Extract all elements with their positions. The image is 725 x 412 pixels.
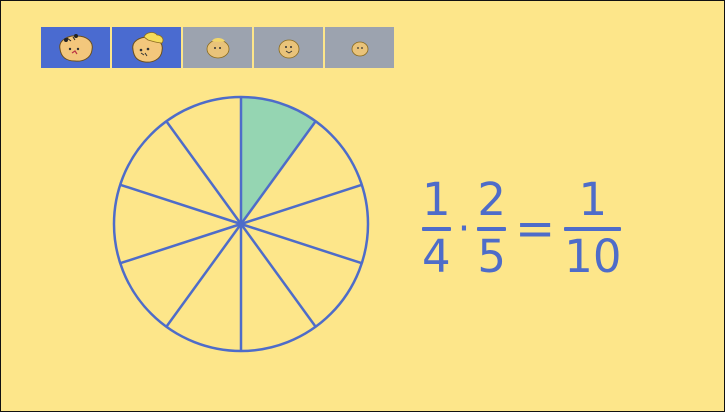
denominator: 5 bbox=[477, 234, 506, 280]
multiply-operator: · bbox=[458, 205, 471, 253]
fraction-equation: 1 4 · 2 5 = 1 10 bbox=[419, 177, 624, 280]
highlighted-slice bbox=[241, 97, 316, 224]
fraction-one-quarter: 1 4 bbox=[419, 177, 454, 280]
denominator: 4 bbox=[422, 234, 451, 280]
equals-operator: = bbox=[515, 205, 555, 253]
level-thumbnail-5[interactable] bbox=[325, 27, 394, 68]
character-icon bbox=[198, 33, 238, 63]
numerator: 1 bbox=[422, 177, 451, 223]
fraction-result: 1 10 bbox=[561, 177, 624, 280]
level-thumbnail-1[interactable] bbox=[41, 27, 110, 68]
pie-svg bbox=[101, 91, 381, 371]
level-thumbnail-4[interactable] bbox=[254, 27, 323, 68]
level-thumbnail-3[interactable] bbox=[183, 27, 252, 68]
level-thumbnail-strip bbox=[41, 27, 394, 68]
character-icon bbox=[340, 33, 380, 63]
slice-divider bbox=[166, 121, 241, 224]
character-icon bbox=[124, 31, 170, 65]
fraction-pie-chart bbox=[101, 91, 381, 371]
slice-divider bbox=[241, 224, 316, 327]
character-icon bbox=[53, 31, 99, 65]
slice-divider bbox=[120, 185, 241, 224]
level-thumbnail-2[interactable] bbox=[112, 27, 181, 68]
fraction-two-fifths: 2 5 bbox=[474, 177, 509, 280]
numerator: 1 bbox=[579, 177, 608, 223]
numerator: 2 bbox=[477, 177, 506, 223]
slice-divider bbox=[166, 224, 241, 327]
slice-divider bbox=[241, 224, 362, 263]
slice-divider bbox=[120, 224, 241, 263]
denominator: 10 bbox=[564, 234, 621, 280]
character-icon bbox=[269, 33, 309, 63]
